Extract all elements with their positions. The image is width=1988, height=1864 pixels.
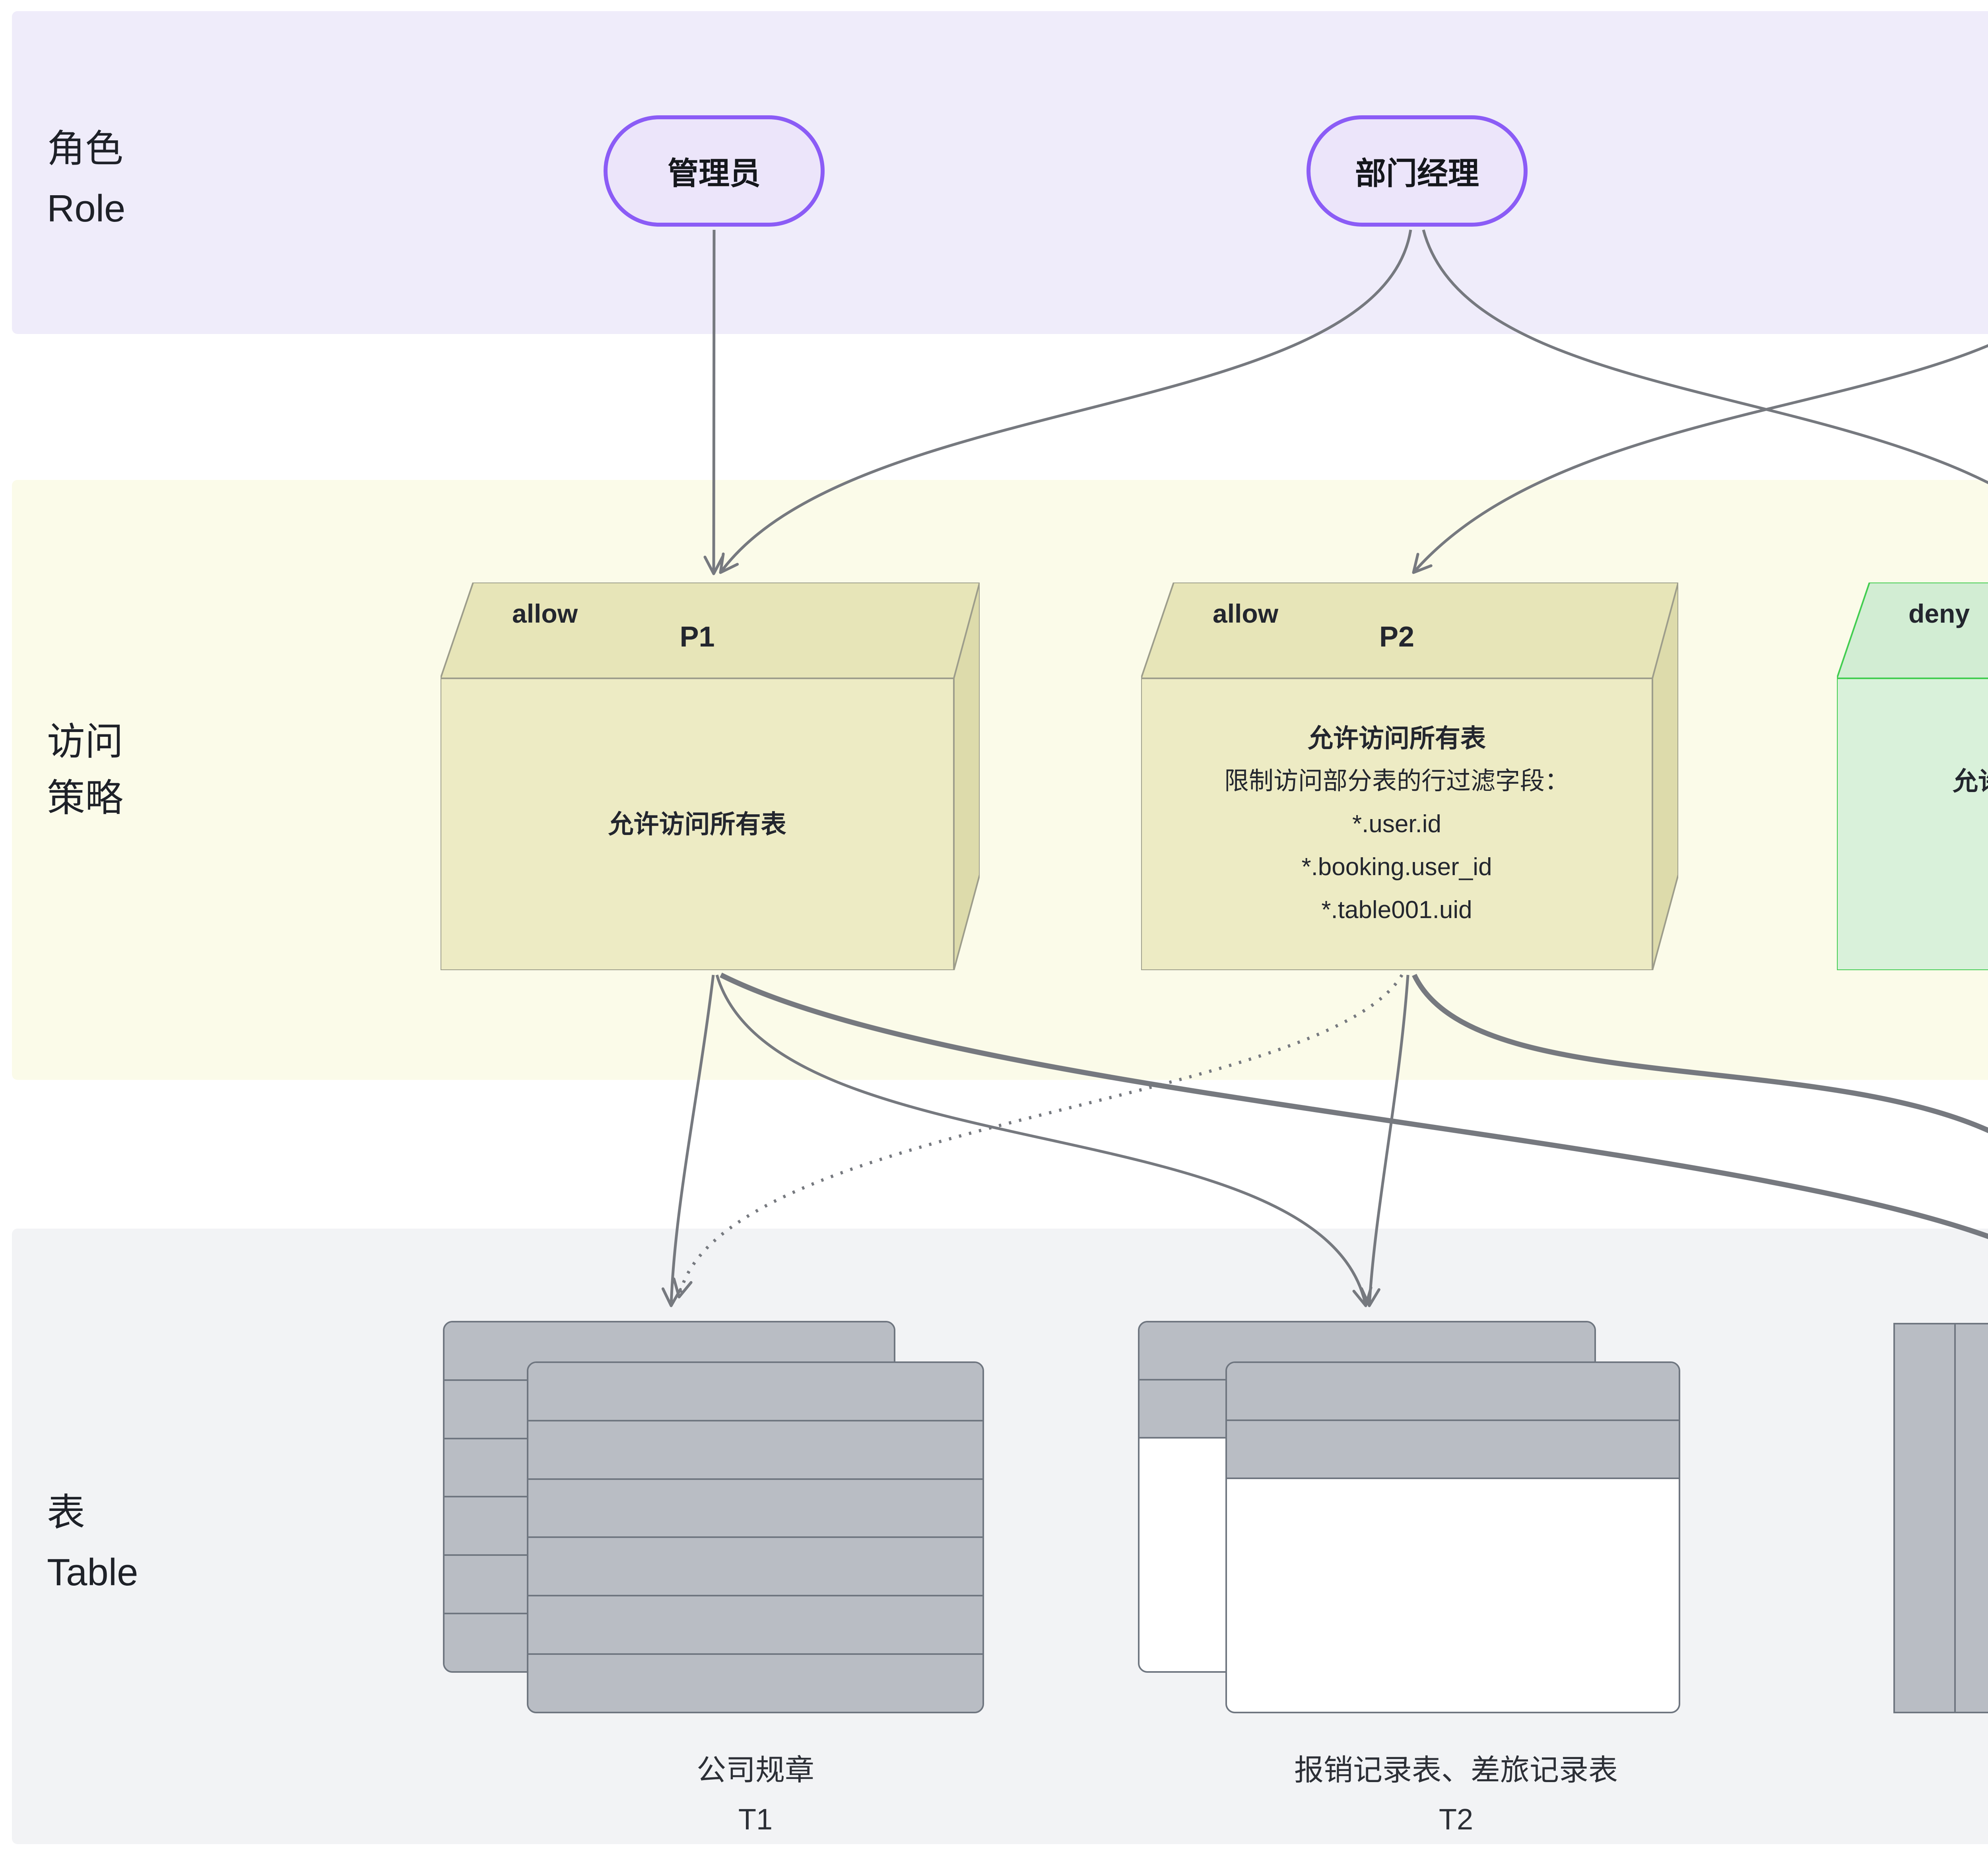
policy-p1-3d-box <box>441 582 980 970</box>
policy-p2-line: 允许访问所有表 <box>1308 724 1486 753</box>
policy-node-p2: allow P2 允许访问所有表 限制访问部分表的行过滤字段： *.user.i… <box>1141 582 1678 970</box>
policy-p2-line: *.user.id <box>1352 810 1442 838</box>
policy-p1-title: P1 <box>679 621 715 653</box>
role-label-admin: 管理员 <box>667 156 761 191</box>
policy-p2-description: 允许访问所有表 限制访问部分表的行过滤字段： *.user.id *.booki… <box>1141 678 1652 970</box>
role-node-admin: 管理员 <box>604 115 825 227</box>
roles-label-en: Role <box>47 187 126 230</box>
policy-p1-description: 允许访问所有表 <box>441 678 954 970</box>
table-t1-caption: 公司规章 T1 <box>517 1746 994 1844</box>
table-body <box>1227 1478 1679 1712</box>
table-row <box>528 1536 982 1595</box>
table-header-row <box>1227 1363 1679 1419</box>
roles-band-label: 角色 Role <box>47 119 125 239</box>
policy-p3-effect-tag: deny <box>1908 599 1970 628</box>
table-row <box>1227 1419 1679 1478</box>
table-t3-caption: 利润表 T3 <box>1869 1746 1988 1844</box>
table-column <box>1895 1324 1954 1712</box>
table-row <box>528 1653 982 1712</box>
policy-p3-title: P3 <box>1837 621 1988 653</box>
table-row <box>528 1363 982 1420</box>
policy-p2-3d-box <box>1141 582 1678 970</box>
table-t1-caption-code: T1 <box>738 1803 773 1836</box>
policy-p3-line: 允许访问部分列过滤字段 <box>1953 767 1988 796</box>
table-t2-caption-name: 报销记录表、差旅记录表 <box>1294 1753 1618 1786</box>
policy-p3-3d-box <box>1837 582 1988 970</box>
table-node-t1 <box>527 1361 984 1713</box>
table-t2-caption-code: T2 <box>1439 1803 1474 1836</box>
table-t1-caption-name: 公司规章 <box>697 1753 814 1786</box>
policies-band <box>12 480 1988 1080</box>
table-row <box>528 1478 982 1537</box>
tables-label-zh: 表 <box>47 1491 85 1534</box>
policies-band-label: 访问 策略 <box>47 714 123 827</box>
role-label-dept-manager: 部门经理 <box>1355 156 1479 191</box>
roles-label-zh: 角色 <box>47 128 123 170</box>
policy-p2-title: P2 <box>1379 621 1415 653</box>
table-t3-caption-code: T3 <box>1869 1795 1988 1844</box>
policy-node-p3: deny P3 允许访问部分列过滤字段 t3.field3 t3.field4 <box>1837 582 1988 970</box>
policies-label-line2: 策略 <box>47 777 123 819</box>
table-t3-caption-name: 利润表 <box>1869 1746 1988 1795</box>
policy-p2-line: 限制访问部分表的行过滤字段： <box>1224 767 1569 795</box>
policy-p2-line: *.table001.uid <box>1321 896 1472 924</box>
table-node-t3 <box>1893 1323 1988 1713</box>
table-column <box>1954 1324 1988 1712</box>
policy-p1-effect-tag: allow <box>512 599 578 628</box>
tables-label-en: Table <box>47 1551 138 1594</box>
role-node-dept-manager: 部门经理 <box>1307 115 1528 227</box>
table-node-t2 <box>1225 1361 1680 1713</box>
policy-p1-line: 允许访问所有表 <box>608 810 786 839</box>
table-row <box>528 1595 982 1654</box>
roles-band <box>12 11 1988 334</box>
policy-p2-effect-tag: allow <box>1213 599 1279 628</box>
policy-p3-description: 允许访问部分列过滤字段 t3.field3 t3.field4 <box>1837 678 1988 970</box>
policies-label-line1: 访问 <box>47 720 123 763</box>
policy-p2-line: *.booking.user_id <box>1301 853 1492 881</box>
tables-band-label: 表 Table <box>47 1483 138 1602</box>
table-row <box>528 1419 982 1478</box>
table-t2-caption: 报销记录表、差旅记录表 T2 <box>1217 1746 1695 1844</box>
policy-node-p1: allow P1 允许访问所有表 <box>441 582 980 970</box>
